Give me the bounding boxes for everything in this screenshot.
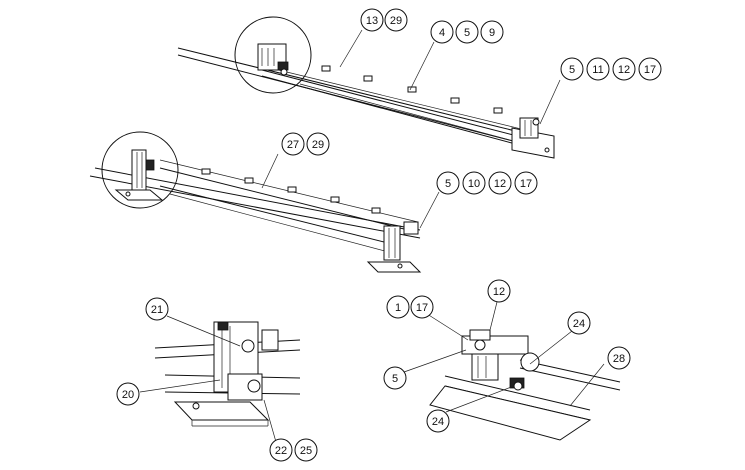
callout-label: 17 [416,302,428,314]
lower-detail-circle [101,131,179,209]
callout-24-upper: 24 [567,311,591,335]
callout-label: 5 [445,178,451,190]
callout-label: 5 [464,27,470,39]
callout-label: 25 [300,445,312,457]
detail-view-left [154,321,301,427]
callout-24-lower: 24 [426,409,450,433]
detail-view-right [429,329,621,441]
callout-label: 24 [432,416,444,428]
callout-label: 12 [494,178,506,190]
callout-label: 17 [644,64,656,76]
callout-label: 22 [275,445,287,457]
callout-label: 10 [468,178,480,190]
callout-label: 13 [366,15,378,27]
callout-label: 5 [569,64,575,76]
callout-label: 5 [392,373,398,385]
upper-rail-assembly [177,16,555,159]
callout-1-17: 1 17 [386,295,434,319]
callout-12: 12 [487,279,511,303]
callout-28: 28 [607,346,631,370]
callout-label: 28 [613,353,625,365]
upper-detail-circle [234,16,312,94]
callout-label: 21 [151,304,163,316]
callout-label: 11 [592,64,603,76]
callout-label: 20 [122,389,134,401]
callout-4-5-9: 4 5 9 [430,20,504,44]
upper-right-end-bracket [511,117,555,159]
callout-5-10-12-17: 5 10 12 17 [436,171,538,195]
upper-left-bracket [257,43,289,76]
lower-rail-assembly [89,131,422,273]
callout-21: 21 [145,297,169,321]
callout-label: 17 [520,178,532,190]
callout-20: 20 [116,382,140,406]
callout-label: 29 [312,139,324,151]
leader-lines [139,29,605,443]
callout-label: 9 [489,27,495,39]
callout-22-25: 22 25 [269,438,318,462]
callout-label: 1 [395,302,401,314]
callout-13-29: 13 29 [360,8,408,32]
callout-27-29: 27 29 [281,132,330,156]
callout-label: 24 [573,318,585,330]
callout-label: 27 [287,139,299,151]
lower-left-bracket [114,149,164,201]
callout-label: 12 [618,64,630,76]
upper-rail-clips [321,65,503,114]
callout-label: 4 [439,27,445,39]
callout-5: 5 [383,366,407,390]
callout-5-11-12-17: 5 11 12 17 [560,57,662,81]
lower-rail-clips [201,168,381,214]
callout-label: 29 [390,15,402,27]
callout-label: 12 [493,286,505,298]
lower-right-end-bracket [366,221,422,273]
